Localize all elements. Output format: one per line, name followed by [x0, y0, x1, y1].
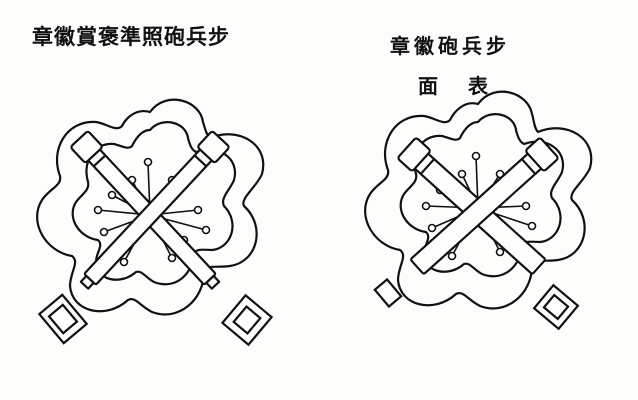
outer-blossom-outline: [36, 98, 265, 316]
cannon-barrel-right: [410, 137, 559, 275]
artillery-badge-caption: 章徽砲兵步: [390, 34, 510, 58]
award-badge-caption: 章徽賞褒準照砲兵步: [32, 24, 230, 49]
breech-blocks: [373, 277, 580, 331]
breech-blocks: [37, 293, 274, 347]
front-side-caption: 面表: [418, 74, 518, 98]
cannon-barrel-right: [79, 130, 230, 290]
outer-blossom-outline: [364, 90, 593, 310]
